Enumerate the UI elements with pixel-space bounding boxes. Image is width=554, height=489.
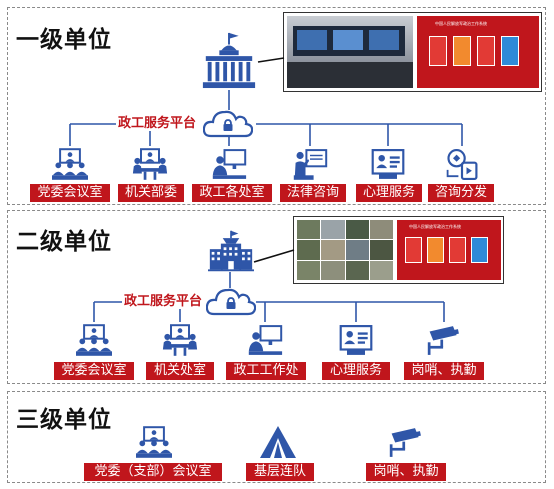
tier1-node-label: 政工各处室 [192, 184, 272, 202]
tier1-node-label: 心理服务 [356, 184, 422, 202]
meeting-room-icon [76, 324, 112, 357]
tier1-platform-label: 政工服务平台 [116, 112, 199, 131]
tier2-platform-label: 政工服务平台 [122, 290, 205, 309]
tier1-node-label: 法律咨询 [280, 184, 346, 202]
id-card-icon [338, 324, 374, 357]
tier2-title: 二级单位 [16, 229, 112, 255]
tier2-screenshot-caption: 中国人民解放军政治工作系统 [409, 224, 461, 229]
tier1-screenshot-caption: 中国人民解放军政治工作系统 [435, 21, 487, 26]
tier2-node-label: 机关处室 [146, 362, 214, 380]
tier2-node-label: 岗哨、执勤 [404, 362, 484, 380]
tier1-panel [7, 7, 546, 205]
tier1-title: 一级单位 [16, 27, 112, 53]
tier2-node-label: 心理服务 [322, 362, 390, 380]
tier1-node-label: 咨询分发 [428, 184, 494, 202]
camera-icon [388, 426, 424, 459]
tent-icon [258, 424, 298, 460]
workstation-icon [247, 324, 283, 357]
tier2-node-label: 党委会议室 [54, 362, 134, 380]
tier3-panel [7, 391, 546, 483]
tier2-panel [7, 210, 546, 384]
tier2-cloud-icon [206, 286, 256, 316]
tier3-title: 三级单位 [16, 407, 112, 433]
tier3-node-label: 党委（支部）会议室 [84, 463, 222, 481]
tier2-system-screenshot: 中国人民解放军政治工作系统 [293, 216, 504, 284]
tier1-node-label: 机关部委 [118, 184, 184, 202]
tier1-system-screenshot: 中国人民解放军政治工作系统 [283, 12, 542, 92]
office-meeting-icon [162, 324, 198, 357]
tier3-node-label: 基层连队 [246, 463, 314, 481]
meeting-room-icon [136, 426, 172, 459]
tier2-node-label: 政工工作处 [226, 362, 306, 380]
tier1-node-label: 党委会议室 [30, 184, 110, 202]
camera-icon [426, 324, 462, 357]
tier3-node-label: 岗哨、执勤 [366, 463, 446, 481]
